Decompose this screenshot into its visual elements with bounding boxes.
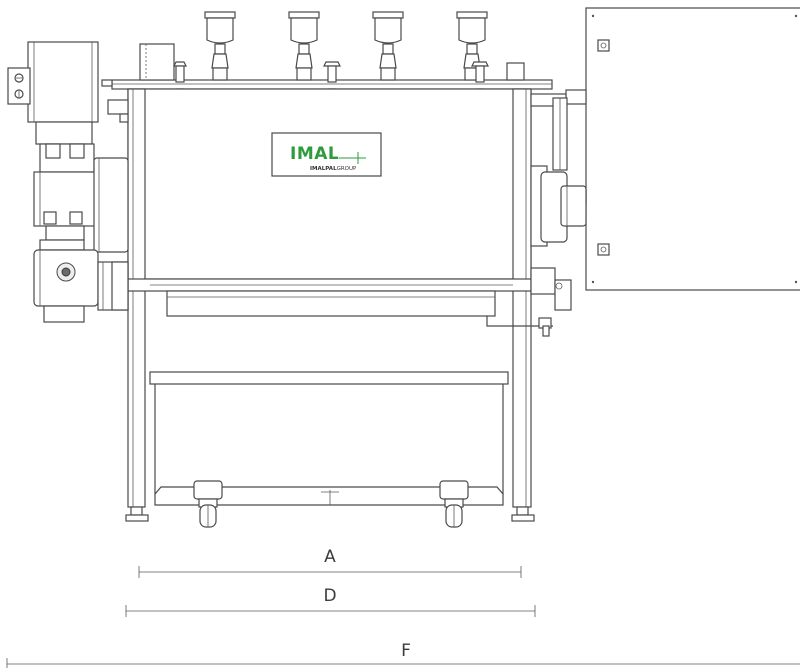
dimension-a-label: A (324, 547, 336, 567)
motor-gearbox-assembly (7, 41, 129, 323)
spray-gun-2 (288, 11, 341, 104)
dimension-d-label: D (323, 586, 336, 606)
top-deck (101, 43, 553, 90)
lower-tank (149, 371, 509, 506)
brand-logo-text: IMAL (290, 144, 339, 164)
caster-wheel-left (193, 480, 223, 528)
electrical-cabinet (565, 7, 800, 291)
dimension-a: A (138, 547, 522, 578)
group-name-bold: IMALPAL (310, 166, 337, 172)
dimension-f: F (6, 641, 800, 668)
spray-gun-3 (372, 11, 404, 81)
dimension-d: D (125, 586, 536, 617)
brand-logo: IMAL IMALPALGROUP (271, 132, 382, 177)
right-drive-assembly (486, 93, 587, 337)
leveling-foot-left (125, 506, 149, 522)
svg-text:IMALPALGROUP: IMALPALGROUP (310, 166, 357, 172)
spray-gun-1 (173, 11, 236, 104)
terminal-screw-icon (14, 89, 24, 99)
leveling-foot-right (511, 506, 535, 522)
dimension-f-label: F (401, 641, 411, 661)
caster-wheel-right (439, 480, 469, 528)
cabinet-lock-icon (597, 243, 610, 256)
cabinet-lock-icon (597, 39, 610, 52)
terminal-screw-icon (14, 73, 24, 83)
group-name-light: GROUP (337, 166, 357, 172)
